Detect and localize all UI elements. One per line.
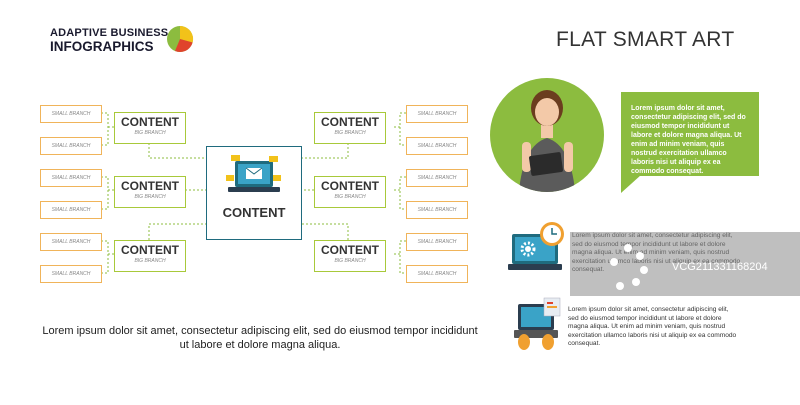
big-branch-title: CONTENT: [321, 243, 379, 257]
speech-bubble: Lorem ipsum dolor sit amet, consectetur …: [621, 92, 759, 176]
center-label: CONTENT: [222, 205, 286, 220]
brand-logo-text: ADAPTIVE BUSINESS INFOGRAPHICS: [50, 26, 168, 54]
big-branch-sub: BIG BRANCH: [334, 130, 366, 136]
small-branch: SMALL BRANCH: [406, 201, 468, 219]
big-branch-sub: BIG BRANCH: [134, 194, 166, 200]
big-branch-sub: BIG BRANCH: [334, 258, 366, 264]
laptop-mail-icon: [226, 155, 281, 192]
small-branch: SMALL BRANCH: [406, 105, 468, 123]
small-branch: SMALL BRANCH: [40, 201, 102, 219]
small-branch: SMALL BRANCH: [406, 169, 468, 187]
big-branch: CONTENT BIG BRANCH: [314, 176, 386, 208]
page-title: FLAT SMART ART: [556, 28, 735, 51]
big-branch: CONTENT BIG BRANCH: [114, 240, 186, 272]
big-branch-title: CONTENT: [321, 115, 379, 129]
pie-chart-icon: [167, 25, 194, 53]
big-branch-title: CONTENT: [121, 115, 179, 129]
center-node: CONTENT: [206, 146, 302, 240]
big-branch: CONTENT BIG BRANCH: [314, 112, 386, 144]
connector-lines: [101, 112, 406, 274]
paragraph-1: Lorem ipsum dolor sit amet, consectetur …: [572, 232, 741, 273]
brand-line1: ADAPTIVE BUSINESS: [50, 27, 169, 39]
big-branch-sub: BIG BRANCH: [134, 130, 166, 136]
laptop-gear-clock-icon: [508, 222, 564, 270]
woman-tablet-illustration: [490, 78, 604, 192]
laptop-hands-icon: [514, 297, 561, 350]
small-branch: SMALL BRANCH: [406, 233, 468, 251]
small-branch: SMALL BRANCH: [40, 169, 102, 187]
big-branch-sub: BIG BRANCH: [334, 194, 366, 200]
big-branch: CONTENT BIG BRANCH: [314, 240, 386, 272]
big-branch: CONTENT BIG BRANCH: [114, 176, 186, 208]
paragraph-2: Lorem ipsum dolor sit amet, consectetur …: [568, 306, 737, 347]
brand-line2: INFOGRAPHICS: [50, 39, 154, 54]
small-branch: SMALL BRANCH: [40, 105, 102, 123]
big-branch-title: CONTENT: [121, 243, 179, 257]
caption: Lorem ipsum dolor sit amet, consectetur …: [42, 325, 478, 351]
small-branch: SMALL BRANCH: [40, 265, 102, 283]
small-branch: SMALL BRANCH: [406, 137, 468, 155]
bubble-tail: [621, 175, 641, 193]
small-branch: SMALL BRANCH: [40, 137, 102, 155]
big-branch-sub: BIG BRANCH: [134, 258, 166, 264]
bubble-text: Lorem ipsum dolor sit amet, consectetur …: [631, 105, 746, 175]
big-branch-title: CONTENT: [321, 179, 379, 193]
small-branch: SMALL BRANCH: [40, 233, 102, 251]
big-branch: CONTENT BIG BRANCH: [114, 112, 186, 144]
big-branch-title: CONTENT: [121, 179, 179, 193]
small-branch: SMALL BRANCH: [406, 265, 468, 283]
